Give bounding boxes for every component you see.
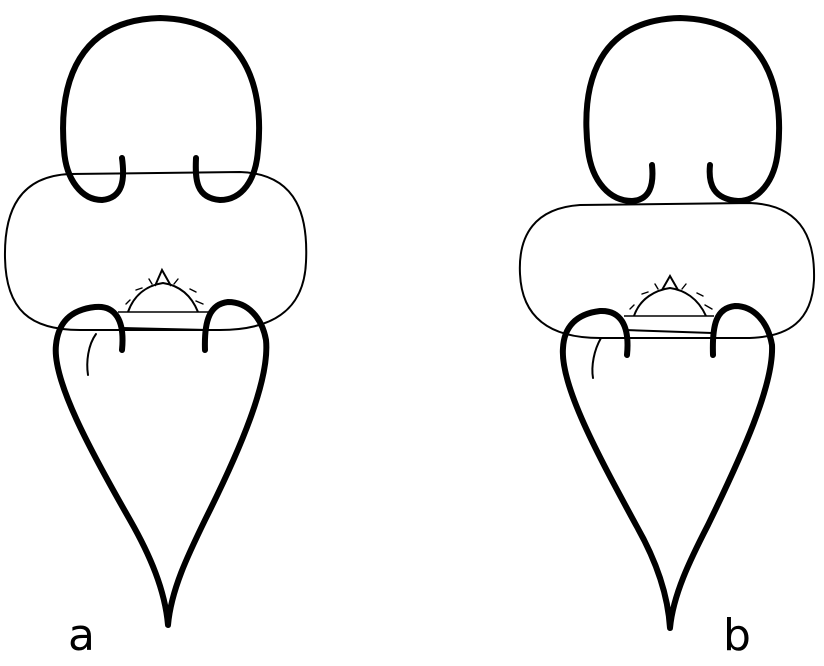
inner-stroke-b (592, 338, 601, 378)
panel-label-a: a (68, 610, 95, 661)
central-dome-b (634, 288, 706, 316)
middle-band-b (520, 203, 814, 338)
panel-a: a (5, 18, 306, 661)
central-dome-a (128, 283, 198, 312)
panel-b: b (520, 18, 814, 661)
top-lobe-b (586, 18, 779, 201)
panel-label-b: b (723, 610, 751, 661)
inner-stroke-a (87, 334, 96, 375)
bottom-cone-a (56, 302, 267, 625)
middle-band-a (5, 172, 306, 330)
lower-band-edge-b (625, 330, 712, 333)
